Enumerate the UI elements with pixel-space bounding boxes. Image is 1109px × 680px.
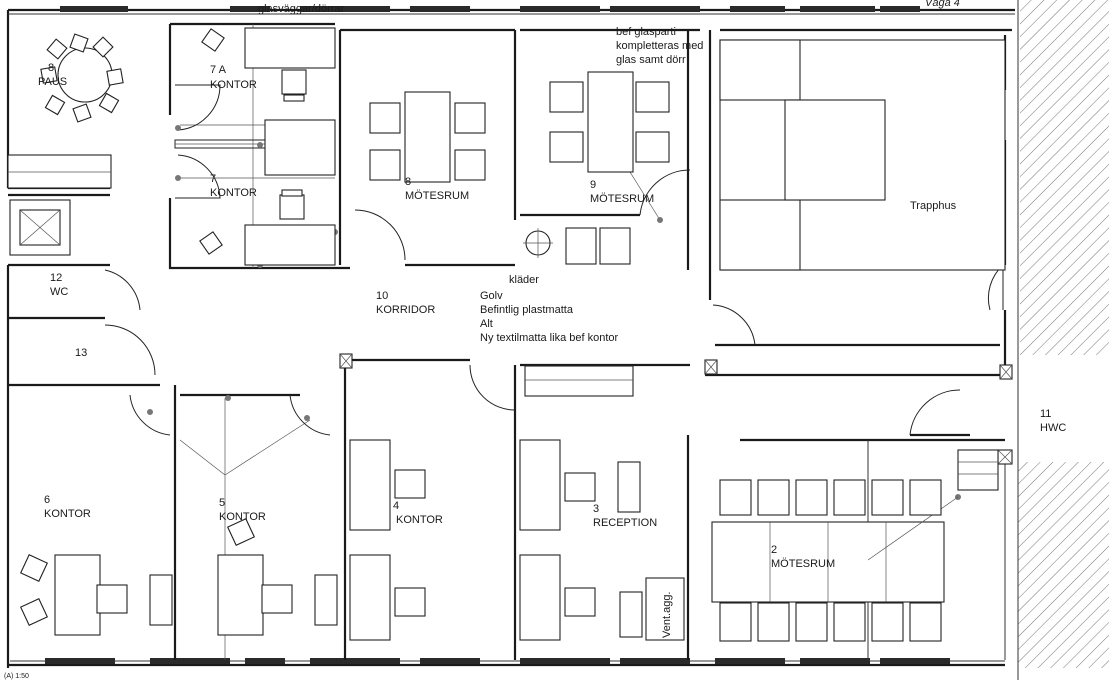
meeting-8-furniture — [369, 91, 486, 183]
reception-furniture — [519, 365, 685, 641]
windows-bottom — [45, 658, 950, 664]
scale-note: (A) 1:50 — [4, 673, 29, 680]
glass-note-2: kompletteras med — [616, 40, 703, 52]
room-4-name: KONTOR — [396, 514, 443, 526]
room-6-name: KONTOR — [44, 508, 91, 520]
room-10-name: KORRIDOR — [376, 304, 435, 316]
office-7-furniture — [199, 27, 336, 266]
room-12-number: 12 — [50, 272, 62, 284]
room-9-name: MÖTESRUM — [590, 193, 654, 205]
room-8-name: MÖTESRUM — [405, 190, 469, 202]
exterior-hatch-bottom — [1018, 462, 1109, 668]
room-7a-number: 7 A — [210, 64, 227, 76]
exterior-hatch-top — [1020, 0, 1109, 355]
room-8-number: 8 — [405, 176, 411, 188]
room-7a-name: KONTOR — [210, 79, 257, 91]
room-11-number: 11 — [1040, 408, 1051, 420]
room-10-number: 10 — [376, 290, 388, 302]
floor-note-4: Ny textilmatta lika bef kontor — [480, 332, 619, 344]
room-5-number: 5 — [219, 497, 225, 509]
room-2-number: 2 — [771, 544, 777, 556]
floor-note-1: Golv — [480, 290, 503, 302]
meeting-2-furniture — [711, 479, 959, 642]
office-5-furniture — [217, 517, 338, 636]
room-6-number: 6 — [44, 494, 50, 506]
windows-top — [60, 6, 920, 12]
corner-note: Våga 4 — [925, 0, 960, 9]
room-2-name: MÖTESRUM — [771, 558, 835, 570]
room-8b-name: PAUS — [38, 76, 67, 88]
doors — [104, 84, 1004, 436]
room-13-number: 13 — [75, 347, 87, 359]
room-3-name: RECEPTION — [593, 517, 657, 529]
room-12-name: WC — [50, 286, 68, 298]
room-4-number: 4 — [393, 500, 399, 512]
room-7-name: KONTOR — [210, 187, 257, 199]
floor-note-2: Befintlig plastmatta — [480, 304, 574, 316]
floor-note-3: Alt — [480, 318, 493, 330]
room-11-name: HWC — [1040, 422, 1066, 434]
room-5-name: KONTOR — [219, 511, 266, 523]
wardrobe — [523, 227, 631, 265]
office-6-furniture — [19, 553, 173, 636]
meeting-9-furniture — [549, 71, 670, 173]
door-hinges — [147, 125, 961, 500]
room-8b-number: 8 — [48, 62, 54, 74]
header-note: glasväggar/dörrar — [258, 3, 345, 15]
wardrobe-label: kläder — [509, 274, 539, 286]
pause-table — [7, 33, 124, 189]
staircase — [719, 39, 1006, 271]
vent-label: Vent.agg. — [661, 592, 673, 639]
room-9-number: 9 — [590, 179, 596, 191]
shafts — [9, 199, 1013, 491]
glass-note-1: bef glasparti — [616, 26, 676, 38]
glass-note-3: glas samt dörr — [616, 54, 686, 66]
office-4-furniture — [349, 439, 426, 641]
room-7-number: 7 — [210, 173, 216, 185]
room-3-number: 3 — [593, 503, 599, 515]
room-trapphus-name: Trapphus — [910, 200, 957, 212]
